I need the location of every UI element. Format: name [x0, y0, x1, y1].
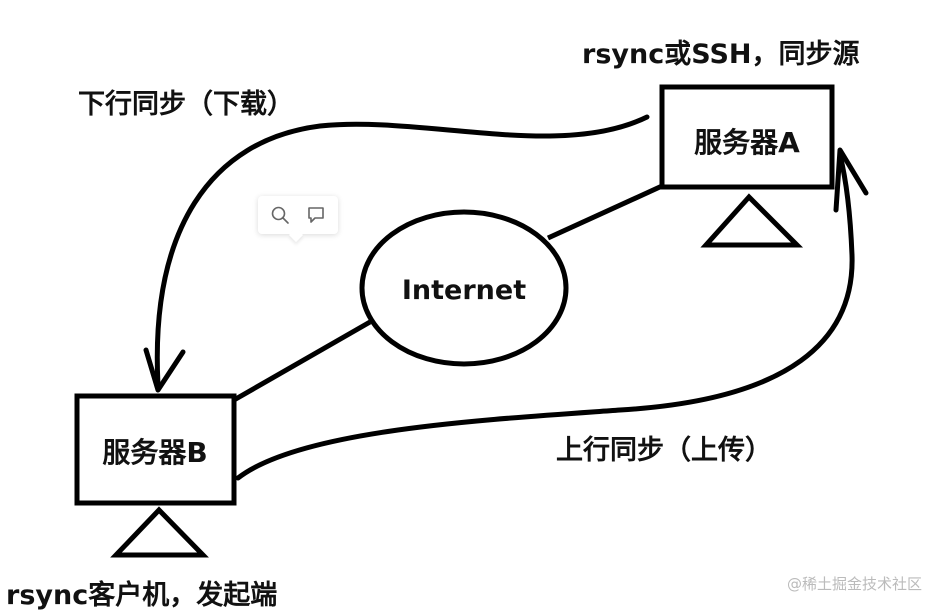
server-a-role-label: rsync或SSH，同步源 — [582, 39, 860, 70]
upload-label: 上行同步（上传） — [556, 434, 772, 466]
server-b-stand — [110, 506, 209, 558]
upload-arrowhead — [833, 147, 869, 213]
server-a-box — [659, 84, 835, 190]
server-a-label: 服务器A — [694, 126, 800, 159]
comment-icon[interactable] — [305, 204, 327, 226]
internet-node — [359, 209, 569, 367]
watermark: @稀土掘金技术社区 — [786, 575, 922, 593]
link-b-internet — [232, 319, 372, 403]
server-b-label: 服务器B — [102, 436, 207, 469]
search-icon[interactable] — [269, 204, 291, 226]
download-arrowhead — [143, 347, 186, 393]
server-a-stand — [700, 193, 804, 248]
server-b-box — [74, 393, 237, 506]
floating-toolbar — [258, 196, 338, 234]
link-internet-a — [546, 183, 664, 241]
internet-label: Internet — [402, 275, 526, 306]
upload-curve — [235, 152, 855, 481]
server-b-role-label: rsync客户机，发起端 — [6, 579, 277, 610]
download-curve — [154, 114, 650, 388]
download-label: 下行同步（下载） — [78, 88, 294, 120]
